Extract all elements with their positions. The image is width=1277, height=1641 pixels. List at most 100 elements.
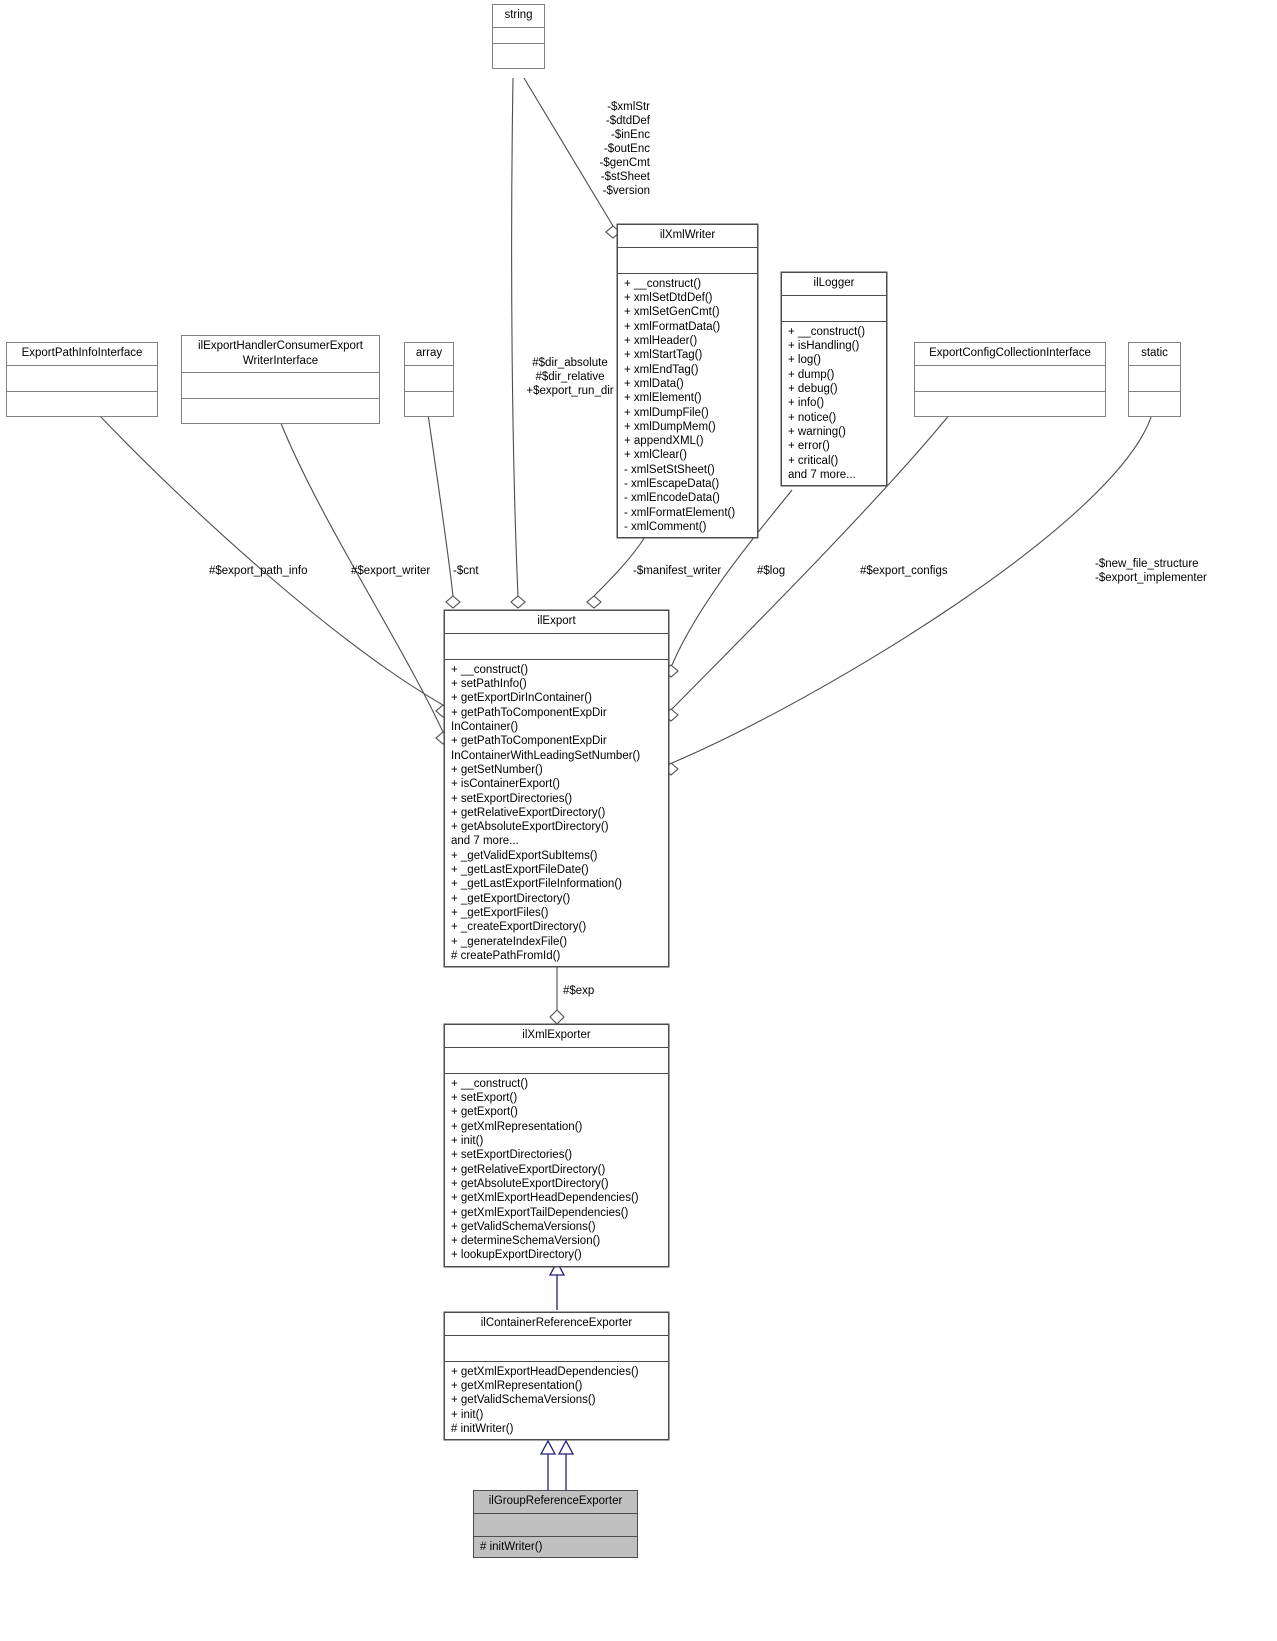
class-node-ilxmlwriter[interactable]: ilXmlWriter + __construct() + xmlSetDtdD… bbox=[617, 224, 758, 539]
edge-label-export-path-info: #$export_path_info bbox=[209, 565, 308, 577]
operation: + xmlEndTag() bbox=[624, 363, 699, 376]
operation: + debug() bbox=[788, 382, 838, 395]
operation: + setExport() bbox=[451, 1092, 518, 1105]
operation: + _getValidExportSubItems() bbox=[451, 849, 598, 862]
class-title: ilContainerReferenceExporter bbox=[445, 1313, 668, 1336]
operation: + getXmlRepresentation() bbox=[451, 1120, 583, 1133]
edge-label-string-to-xmlwriter: -$xmlStr -$dtdDef -$inEnc -$outEnc -$gen… bbox=[599, 101, 651, 198]
class-attributes bbox=[1129, 366, 1180, 392]
operation: and 7 more... bbox=[788, 468, 856, 481]
operation: + getXmlExportTailDependencies() bbox=[451, 1206, 629, 1219]
edge-label-exp: #$exp bbox=[563, 985, 595, 997]
operation: + lookupExportDirectory() bbox=[451, 1249, 582, 1262]
edge-string-to-export bbox=[511, 77, 519, 597]
class-attributes bbox=[618, 248, 757, 274]
operation: - xmlComment() bbox=[624, 521, 707, 534]
arrowhead-containerref-b bbox=[557, 1439, 575, 1455]
operation: + getAbsoluteExportDirectory() bbox=[451, 1177, 609, 1190]
operation: + getValidSchemaVersions() bbox=[451, 1220, 596, 1233]
class-node-ilexport[interactable]: ilExport + __construct() + setPathInfo()… bbox=[444, 610, 669, 968]
edge-label-string-to-export: #$dir_absolute #$dir_relative +$export_r… bbox=[526, 357, 614, 398]
operation: + __construct() bbox=[451, 1077, 529, 1090]
class-node-string[interactable]: string bbox=[492, 4, 545, 69]
class-attributes bbox=[445, 1048, 668, 1074]
edge-label-static-refs: -$new_file_structure -$export_implemente… bbox=[1095, 558, 1207, 585]
operation: + xmlElement() bbox=[624, 392, 702, 405]
operation: + critical() bbox=[788, 454, 839, 467]
operation: + setPathInfo() bbox=[451, 678, 527, 691]
operation: # createPathFromId() bbox=[451, 949, 561, 962]
operation: + init() bbox=[451, 1408, 484, 1421]
class-attributes bbox=[445, 1336, 668, 1362]
class-node-static[interactable]: static bbox=[1128, 342, 1181, 417]
class-operations: + __construct() + xmlSetDtdDef() + xmlSe… bbox=[618, 274, 757, 538]
class-node-illogger[interactable]: ilLogger + __construct() + isHandling() … bbox=[781, 272, 887, 487]
operation: + xmlSetGenCmt() bbox=[624, 306, 720, 319]
operation: + _getExportFiles() bbox=[451, 907, 549, 920]
operation: - xmlSetStSheet() bbox=[624, 463, 715, 476]
operation: + appendXML() bbox=[624, 435, 704, 448]
operation: + _getLastExportFileDate() bbox=[451, 864, 589, 877]
diamond-xmlexporter-exp bbox=[549, 1009, 565, 1025]
class-attributes bbox=[915, 366, 1105, 392]
operation: - xmlEncodeData() bbox=[624, 492, 720, 505]
class-attributes bbox=[782, 296, 886, 322]
operation: + xmlDumpFile() bbox=[624, 406, 709, 419]
operation: + _getLastExportFileInformation() bbox=[451, 878, 622, 891]
diamond-export-string bbox=[510, 595, 526, 609]
class-operations: + getXmlExportHeadDependencies() + getXm… bbox=[445, 1362, 668, 1440]
operation: + getXmlRepresentation() bbox=[451, 1380, 583, 1393]
class-node-ilxmlexporter[interactable]: ilXmlExporter + __construct() + setExpor… bbox=[444, 1024, 669, 1267]
operation: + __construct() bbox=[451, 663, 529, 676]
edge-label-manifest-writer: -$manifest_writer bbox=[633, 565, 722, 577]
class-operations: + __construct() + setExport() + getExpor… bbox=[445, 1074, 668, 1266]
class-operations bbox=[182, 399, 379, 423]
operation: + xmlFormatData() bbox=[624, 320, 721, 333]
class-title: ilExport bbox=[445, 611, 668, 634]
class-attributes bbox=[445, 634, 668, 660]
diamond-export-manifest bbox=[586, 595, 602, 609]
class-node-array[interactable]: array bbox=[404, 342, 454, 417]
edge-label-log: #$log bbox=[757, 565, 786, 577]
operation: + xmlDumpMem() bbox=[624, 420, 716, 433]
operation: + __construct() bbox=[624, 277, 702, 290]
operation: + getValidSchemaVersions() bbox=[451, 1394, 596, 1407]
operation: # initWriter() bbox=[451, 1422, 514, 1435]
class-title: ilLogger bbox=[782, 273, 886, 296]
class-operations bbox=[915, 392, 1105, 416]
operation: + getXmlExportHeadDependencies() bbox=[451, 1192, 639, 1205]
class-title: ilXmlExporter bbox=[445, 1025, 668, 1048]
operation: + getAbsoluteExportDirectory() bbox=[451, 821, 609, 834]
class-operations: # initWriter() bbox=[474, 1537, 637, 1557]
operation: + info() bbox=[788, 397, 825, 410]
class-node-ilgroupreferenceexporter[interactable]: ilGroupReferenceExporter # initWriter() bbox=[473, 1490, 638, 1559]
operation: + setExportDirectories() bbox=[451, 1149, 573, 1162]
class-node-ilexporthandlerconsumerexportwriterinterface[interactable]: ilExportHandlerConsumerExport WriterInte… bbox=[181, 335, 380, 425]
class-attributes bbox=[182, 373, 379, 400]
operation: + xmlHeader() bbox=[624, 334, 698, 347]
class-title: string bbox=[493, 5, 544, 28]
class-node-ilcontainerreferenceexporter[interactable]: ilContainerReferenceExporter + getXmlExp… bbox=[444, 1312, 669, 1441]
operation: + getXmlExportHeadDependencies() bbox=[451, 1365, 639, 1378]
operation: + getRelativeExportDirectory() bbox=[451, 1163, 606, 1176]
operation: + getRelativeExportDirectory() bbox=[451, 806, 606, 819]
operation: + xmlData() bbox=[624, 377, 684, 390]
class-node-exportconfigcollectioninterface[interactable]: ExportConfigCollectionInterface bbox=[914, 342, 1106, 417]
operation: + determineSchemaVersion() bbox=[451, 1235, 601, 1248]
operation: + _getExportDirectory() bbox=[451, 892, 571, 905]
class-node-exportpathinfointerface[interactable]: ExportPathInfoInterface bbox=[6, 342, 158, 417]
class-operations bbox=[1129, 392, 1180, 416]
operation: + _generateIndexFile() bbox=[451, 935, 568, 948]
class-attributes bbox=[7, 366, 157, 392]
operation: + xmlSetDtdDef() bbox=[624, 292, 713, 305]
class-title: ilExportHandlerConsumerExport WriterInte… bbox=[182, 336, 379, 374]
operation: + notice() bbox=[788, 411, 837, 424]
operation: + getSetNumber() bbox=[451, 763, 543, 776]
edge-label-array-cnt: -$cnt bbox=[453, 565, 479, 577]
edge-pathinfo-to-export bbox=[97, 413, 444, 706]
operation: + xmlStartTag() bbox=[624, 349, 703, 362]
operation: + init() bbox=[451, 1134, 484, 1147]
operation: + warning() bbox=[788, 425, 846, 438]
operation: + xmlClear() bbox=[624, 449, 687, 462]
